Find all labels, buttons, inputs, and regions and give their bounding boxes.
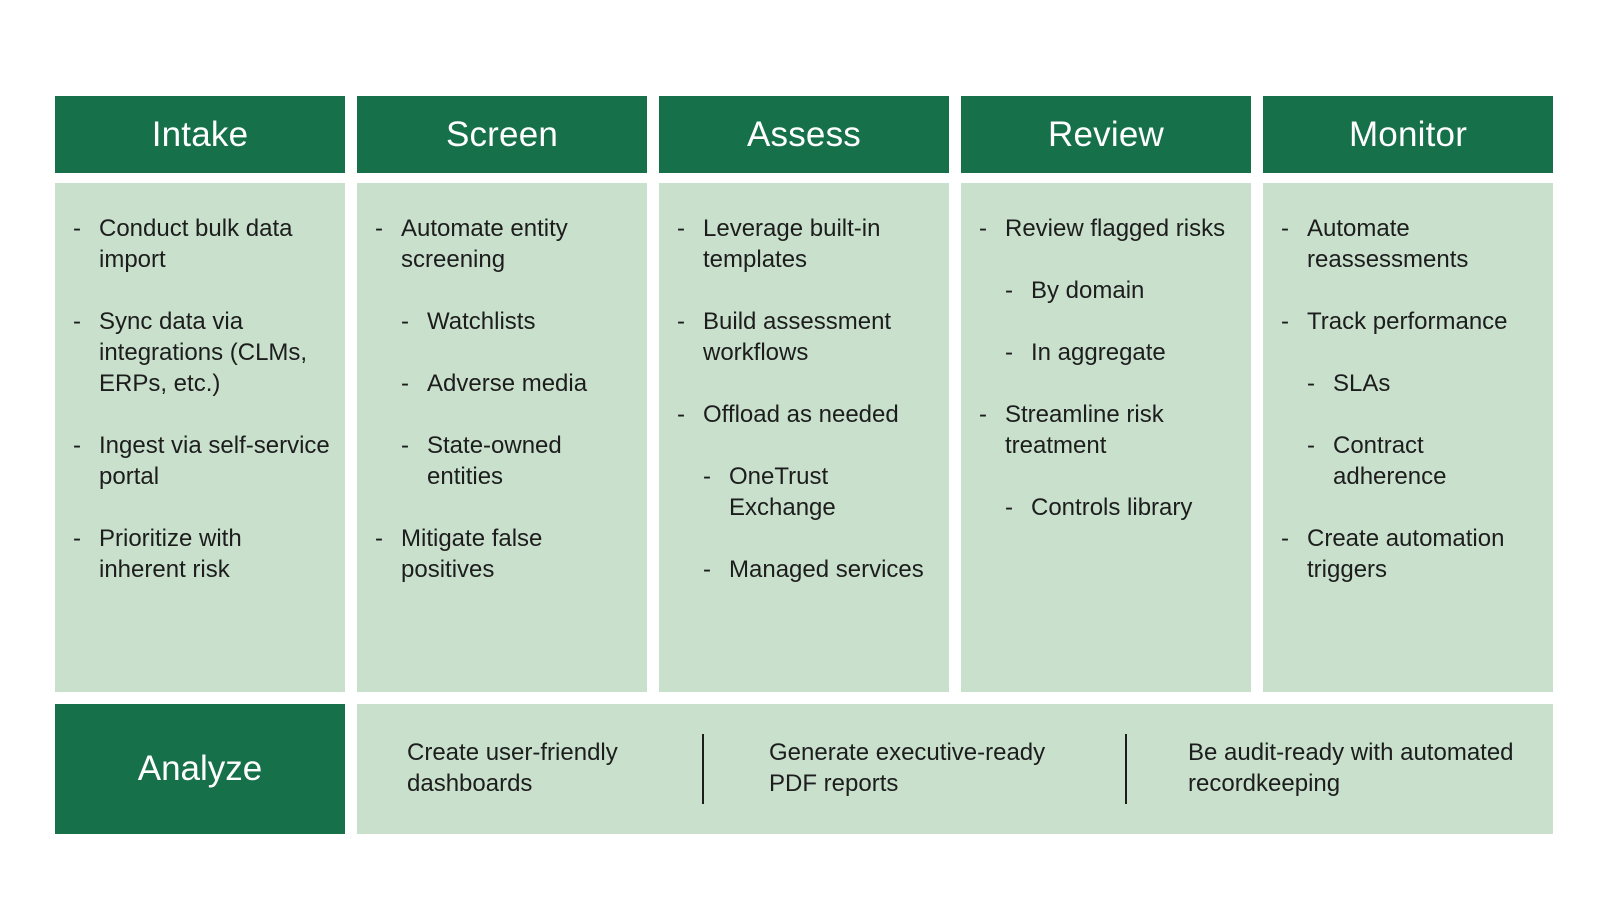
- list-item-text: Offload as needed: [703, 401, 899, 428]
- list-item-text: Controls library: [1031, 494, 1193, 521]
- sub-list-item: -Adverse media: [401, 368, 633, 399]
- bullet-marker: -: [73, 432, 81, 459]
- bullet-marker: -: [401, 370, 409, 397]
- bullet-marker: -: [375, 525, 383, 552]
- list-item: -Streamline risk treatment: [979, 399, 1237, 461]
- column-header-monitor: Monitor: [1263, 96, 1553, 173]
- bullet-marker: -: [1005, 277, 1013, 304]
- bullet-marker: -: [375, 215, 383, 242]
- list-item: -Prioritize with inherent risk: [73, 523, 331, 585]
- list-item: -Create automation triggers: [1281, 523, 1539, 585]
- column-header-screen: Screen: [357, 96, 647, 173]
- sub-list-item: -Watchlists: [401, 306, 633, 337]
- list-item-text: Review flagged risks: [1005, 215, 1226, 242]
- list-item: -Build assessment workflows: [677, 306, 935, 368]
- bullet-marker: -: [979, 401, 987, 428]
- bullet-marker: -: [73, 215, 81, 242]
- list-item-text: Managed services: [729, 556, 924, 583]
- analyze-header: Analyze: [55, 704, 345, 834]
- column-header-assess: Assess: [659, 96, 949, 173]
- bullet-marker: -: [703, 556, 711, 583]
- bullet-marker: -: [1005, 339, 1013, 366]
- bullet-marker: -: [401, 432, 409, 459]
- list-item-text: By domain: [1031, 277, 1145, 304]
- sub-list-item: -Controls library: [1005, 492, 1237, 523]
- bullet-marker: -: [677, 308, 685, 335]
- list-item: -Track performance: [1281, 306, 1539, 337]
- list-item-text: Ingest via self-service portal: [99, 432, 330, 490]
- list-item-text: SLAs: [1333, 370, 1391, 397]
- list-item: -Offload as needed: [677, 399, 935, 430]
- list-item-text: Create automation triggers: [1307, 525, 1505, 583]
- column-header-intake: Intake: [55, 96, 345, 173]
- column-header-review: Review: [961, 96, 1251, 173]
- bullet-marker: -: [1281, 525, 1289, 552]
- divider: [702, 734, 704, 804]
- list-item-text: Mitigate false positives: [401, 525, 543, 583]
- list-item: -Leverage built-in templates: [677, 213, 935, 275]
- column-body-screen: -Automate entity screening -Watchlists -…: [357, 183, 647, 692]
- list-item-text: Conduct bulk data import: [99, 215, 293, 273]
- list-item-text: Track performance: [1307, 308, 1508, 335]
- column-body-intake: -Conduct bulk data import -Sync data via…: [55, 183, 345, 692]
- bullet-marker: -: [979, 215, 987, 242]
- column-body-review: -Review flagged risks -By domain -In agg…: [961, 183, 1251, 692]
- list-item-text: OneTrust Exchange: [729, 463, 836, 521]
- bullet-marker: -: [677, 215, 685, 242]
- sub-list-item: -SLAs: [1307, 368, 1539, 399]
- list-item-text: Automate reassessments: [1307, 215, 1469, 273]
- sub-list-item: -State-owned entities: [401, 430, 633, 492]
- analyze-item-recordkeeping: Be audit-ready with automated recordkeep…: [1188, 739, 1514, 797]
- list-item: -Ingest via self-service portal: [73, 430, 331, 492]
- analyze-item-dashboards: Create user-friendly dashboards: [407, 739, 618, 797]
- list-item: -Automate reassessments: [1281, 213, 1539, 275]
- list-item-text: State-owned entities: [427, 432, 562, 490]
- list-item-text: In aggregate: [1031, 339, 1166, 366]
- list-item-text: Automate entity screening: [401, 215, 568, 273]
- bullet-marker: -: [1281, 215, 1289, 242]
- column-body-monitor: -Automate reassessments -Track performan…: [1263, 183, 1553, 692]
- analyze-body: Create user-friendly dashboards Generate…: [357, 704, 1553, 834]
- bullet-marker: -: [73, 525, 81, 552]
- bullet-marker: -: [677, 401, 685, 428]
- sub-list-item: -In aggregate: [1005, 337, 1237, 368]
- bullet-marker: -: [1281, 308, 1289, 335]
- list-item: -Sync data via integrations (CLMs, ERPs,…: [73, 306, 331, 399]
- bullet-marker: -: [1307, 432, 1315, 459]
- divider: [1125, 734, 1127, 804]
- column-body-assess: -Leverage built-in templates -Build asse…: [659, 183, 949, 692]
- list-item-text: Sync data via integrations (CLMs, ERPs, …: [99, 308, 308, 397]
- sub-list-item: -By domain: [1005, 275, 1237, 306]
- sub-list-item: -Managed services: [703, 554, 935, 585]
- bullet-marker: -: [401, 308, 409, 335]
- list-item: -Conduct bulk data import: [73, 213, 331, 275]
- bullet-marker: -: [1005, 494, 1013, 521]
- list-item-text: Adverse media: [427, 370, 588, 397]
- list-item: -Mitigate false positives: [375, 523, 633, 585]
- list-item-text: Build assessment workflows: [703, 308, 892, 366]
- list-item-text: Streamline risk treatment: [1005, 401, 1164, 459]
- bullet-marker: -: [1307, 370, 1315, 397]
- list-item-text: Contract adherence: [1333, 432, 1447, 490]
- analyze-item-reports: Generate executive-ready PDF reports: [769, 739, 1046, 797]
- sub-list-item: -Contract adherence: [1307, 430, 1539, 492]
- list-item: -Review flagged risks: [979, 213, 1237, 244]
- bullet-marker: -: [73, 308, 81, 335]
- list-item: -Automate entity screening: [375, 213, 633, 275]
- sub-list-item: -OneTrust Exchange: [703, 461, 935, 523]
- list-item-text: Watchlists: [427, 308, 536, 335]
- list-item-text: Prioritize with inherent risk: [99, 525, 242, 583]
- bullet-marker: -: [703, 463, 711, 490]
- list-item-text: Leverage built-in templates: [703, 215, 881, 273]
